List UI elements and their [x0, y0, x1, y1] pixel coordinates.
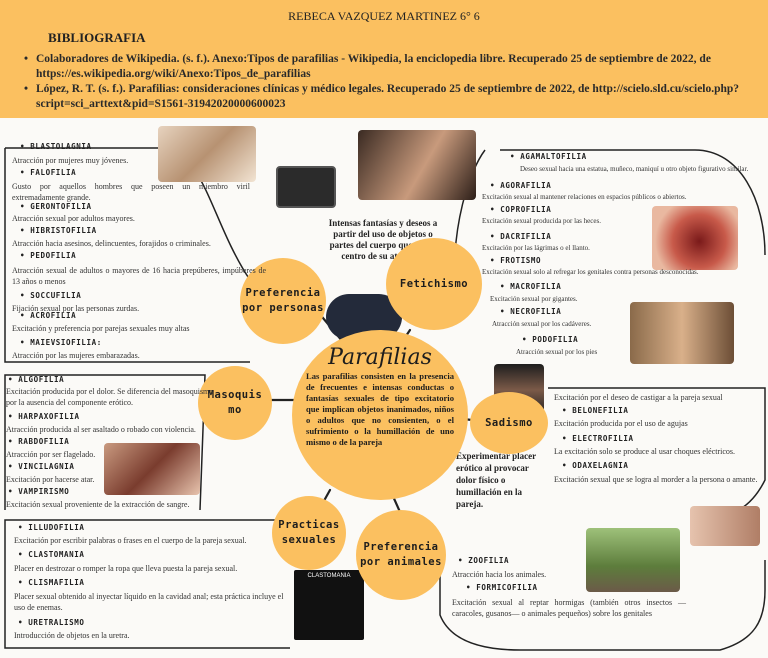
sadismo-intro: Excitación por el deseo de castigar a la…: [554, 392, 723, 403]
term-agorafilia: • Agorafilia: [490, 181, 551, 190]
branch-practicas-sexuales: Practicas sexuales: [272, 496, 346, 570]
term-rabdofilia: • Rabdofilia: [8, 437, 69, 446]
term-algofilia: • Algofilia: [8, 375, 64, 384]
term-acrofilia: • Acrofilia: [20, 311, 76, 320]
branch-fetichismo: Fetichismo: [386, 238, 482, 330]
desc-vampirismo: Excitación sexual proveniente de la extr…: [6, 499, 189, 510]
term-pedofilia: • Pedofilia: [20, 251, 76, 260]
desc-agorafilia: Excitación sexual al mantener relaciones…: [482, 192, 686, 203]
term-coprofilia: • Coprofilia: [490, 205, 551, 214]
desc-zoofilia: Atracción hacia los animales.: [452, 569, 546, 580]
desc-odaxelagnia: Excitación sexual que se logra al morder…: [554, 474, 758, 485]
desc-belonefilia: Excitación producida por el uso de aguja…: [554, 418, 688, 429]
desc-rabdofilia: Atracción por ser flagelado.: [6, 449, 95, 460]
desc-vincilagnia: Excitación por hacerse atar.: [6, 474, 94, 485]
term-blastolagnia: • Blastolagnia: [20, 142, 92, 151]
clastomania-caption: CLASTOMANIA: [294, 570, 364, 579]
desc-frotismo: Excitación sexual solo al refregar los g…: [482, 267, 699, 278]
desc-harpaxofilia: Atracción producida al ser asaltado o ro…: [6, 424, 196, 435]
desc-podofilia: Atracción sexual por los pies: [516, 347, 597, 358]
sadismo-note: Experimentar placer erótico al provocar …: [456, 450, 538, 510]
desc-macrofilia: Excitación sexual por gigantes.: [490, 294, 577, 305]
branch-preferencia-animales: Preferencia por animales: [356, 510, 446, 600]
desc-clastomania: Placer en destrozar o romper la ropa que…: [14, 563, 237, 574]
term-macrofilia: • Macrofilia: [500, 282, 561, 291]
donkey-photo: [586, 528, 680, 592]
term-podofilia: • Podofilia: [522, 335, 578, 344]
term-vampirismo: • Vampirismo: [8, 487, 69, 496]
desc-dacrifilia: Excitación por las lágrimas o el llanto.: [482, 243, 590, 254]
term-formicofilia: • Formicofilia: [466, 583, 538, 592]
desc-clismafilia: Placer sexual obtenido al inyectar líqui…: [14, 591, 284, 613]
center-description: Las parafilias consisten en la presencia…: [292, 365, 468, 448]
desc-agamaltofilia: Deseo sexual hacia una estatua, muñeco, …: [520, 164, 748, 175]
desc-maievsiofilia: Atracción por las mujeres embarazadas.: [12, 350, 140, 361]
desc-formicofilia: Excitación sexual al reptar hormigas (ta…: [452, 597, 686, 619]
mouth-photo: [652, 206, 738, 270]
desc-electrofilia: La excitación solo se produce al usar ch…: [554, 446, 735, 457]
term-agamaltofilia: • Agamaltofilia: [510, 152, 587, 161]
desc-blastolagnia: Atracción por mujeres muy jóvenes.: [12, 155, 128, 166]
feet-photo: [630, 302, 734, 364]
term-necrofilia: • Necrofilia: [500, 307, 561, 316]
bite-photo: [690, 506, 760, 546]
term-clastomania: • Clastomania: [18, 550, 85, 559]
central-node: Parafilias Las parafilias consisten en l…: [292, 330, 468, 500]
term-maievsiofilia: • Maievsiofilia:: [20, 338, 102, 347]
term-gerontofilia: • Gerontofilia: [20, 202, 92, 211]
term-harpaxofilia: • Harpaxofilia: [8, 412, 80, 421]
term-electrofilia: • Electrofilia: [562, 434, 634, 443]
term-frotismo: • Frotismo: [490, 256, 541, 265]
term-uretralismo: • Uretralismo: [18, 618, 85, 627]
masochism-photo: [104, 443, 200, 495]
term-dacrifilia: • Dacrifilia: [490, 232, 551, 241]
desc-coprofilia: Excitación sexual producida por las hece…: [482, 216, 601, 227]
desc-falofilia: Gusto por aquellos hombres que poseen un…: [12, 181, 250, 203]
center-title: Parafilias: [292, 350, 468, 365]
desc-acrofilia: Excitación y preferencia por parejas sex…: [12, 323, 189, 334]
couple-photo: [158, 126, 256, 182]
desc-algofilia: Excitación producida por el dolor. Se di…: [6, 386, 224, 408]
desc-hibristofilia: Atracción hacia asesinos, delincuentes, …: [12, 238, 211, 249]
fetish-photo: [358, 130, 476, 200]
desc-illudofilia: Excitación por escribir palabras o frase…: [14, 535, 247, 546]
term-odaxelagnia: • Odaxelagnia: [562, 461, 629, 470]
branch-sadismo: Sadismo: [470, 392, 548, 454]
desc-necrofilia: Atracción sexual por los cadáveres.: [492, 319, 591, 330]
term-hibristofilia: • Hibristofilia: [20, 226, 97, 235]
term-zoofilia: • Zoofilia: [458, 556, 509, 565]
desc-gerontofilia: Atracción sexual por adultos mayores.: [12, 213, 135, 224]
screen-photo: [276, 166, 336, 208]
term-illudofilia: • Illudofilia: [18, 523, 85, 532]
term-clismafilia: • Clismafilia: [18, 578, 85, 587]
term-soccufilia: • Soccufilia: [20, 291, 81, 300]
desc-uretralismo: Introducción de objetos en la uretra.: [14, 630, 130, 641]
term-belonefilia: • Belonefilia: [562, 406, 629, 415]
term-vincilagnia: • Vincilagnia: [8, 462, 75, 471]
clastomania-photo: CLASTOMANIA: [294, 570, 364, 640]
term-falofilia: • Falofilia: [20, 168, 76, 177]
desc-pedofilia: Atracción sexual de adultos o mayores de…: [12, 265, 266, 287]
